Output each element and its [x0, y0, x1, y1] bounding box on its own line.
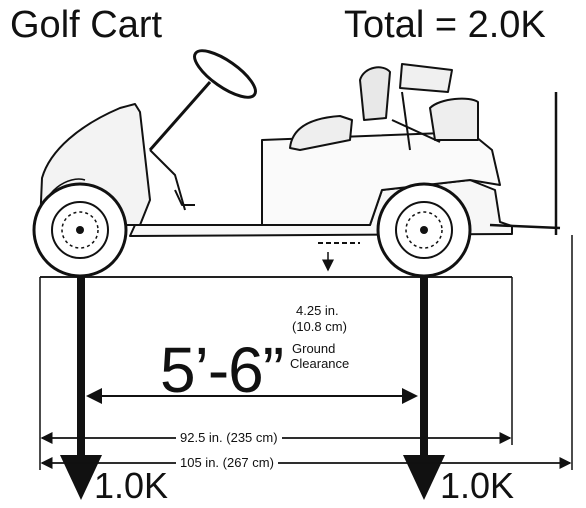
front-load-arrow [60, 277, 102, 500]
clearance-label-ground: Ground [292, 341, 336, 356]
rear-wheel [376, 182, 472, 278]
front-wheel [32, 182, 128, 278]
title-golf-cart: Golf Cart [10, 4, 163, 46]
rear-load-arrow [403, 277, 445, 500]
rear-load-label: 1.0K [440, 465, 515, 506]
outer-length-label: 105 in. (267 cm) [176, 456, 278, 469]
total-weight-label: Total = 2.0K [344, 4, 546, 46]
clearance-cm: (10.8 cm) [292, 319, 347, 334]
clearance-label-clearance: Clearance [290, 356, 350, 371]
clearance-inches: 4.25 in. [296, 303, 339, 318]
inner-length-label: 92.5 in. (235 cm) [176, 431, 282, 444]
front-load-label: 1.0K [94, 465, 169, 506]
wheelbase-label: 5’-6” [160, 334, 284, 406]
